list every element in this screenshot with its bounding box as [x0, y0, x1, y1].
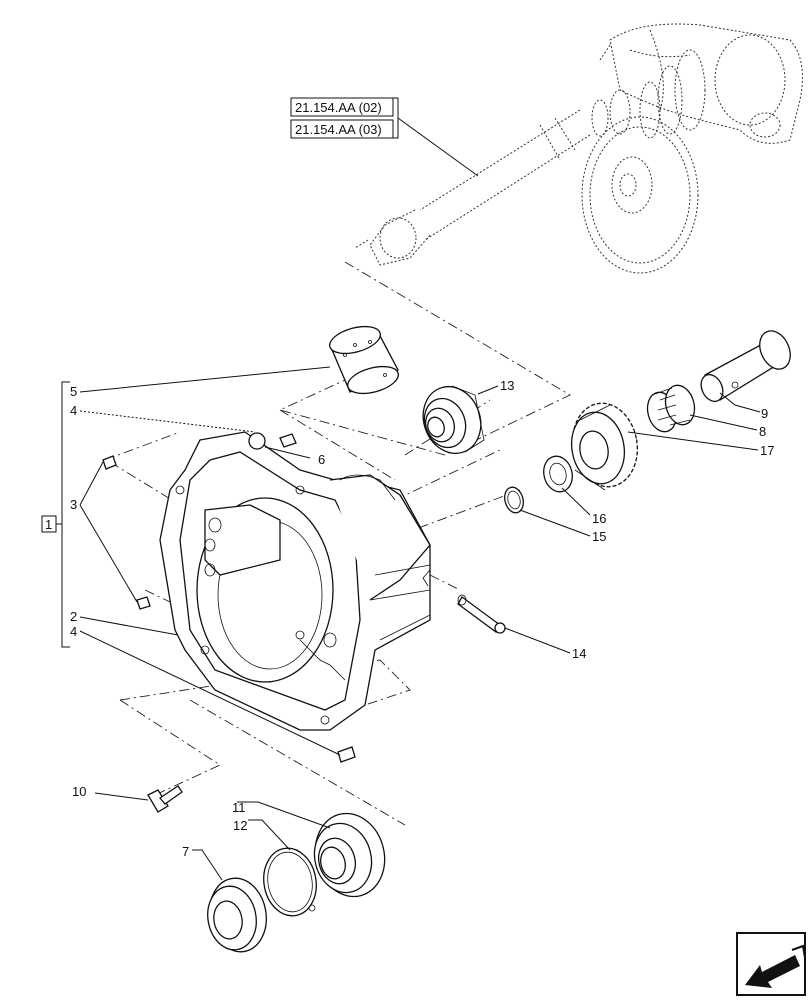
snap-ring [504, 486, 524, 514]
reference-label: 21.154.AA (03) [295, 122, 382, 137]
callout-4: 4 [70, 624, 77, 639]
gear [570, 402, 638, 491]
callout-14: 14 [572, 646, 586, 661]
callout-6: 6 [318, 452, 325, 467]
callout-9: 9 [761, 406, 768, 421]
bolt [147, 785, 183, 813]
dowel-pin [102, 455, 117, 470]
housing [159, 431, 431, 731]
output-bearing [313, 812, 386, 898]
callout-15: 15 [592, 529, 606, 544]
dowel-pin [337, 746, 356, 763]
callout-16: 16 [592, 511, 606, 526]
callout-12: 12 [233, 818, 247, 833]
o-ring [248, 432, 266, 450]
callout-3: 3 [70, 497, 77, 512]
dowel-pin [279, 433, 297, 448]
callout-10: 10 [72, 784, 86, 799]
leader-lines [79, 366, 761, 881]
callout-13: 13 [500, 378, 514, 393]
shaft [700, 330, 791, 403]
reference-label: 21.154.AA (02) [295, 100, 382, 115]
dowel-pin [136, 596, 151, 610]
callout-8: 8 [759, 424, 766, 439]
reference-boxes: 21.154.AA (02) 21.154.AA (03) [290, 97, 479, 177]
view-arrow-icon[interactable] [736, 932, 806, 996]
bearing [422, 385, 485, 455]
callout-17: 17 [760, 443, 774, 458]
seal [207, 877, 267, 953]
callout-5: 5 [70, 384, 77, 399]
pin [457, 594, 506, 634]
thrust-washer [543, 455, 573, 493]
circlip [263, 847, 317, 917]
callout-4: 4 [70, 403, 77, 418]
callout-11: 11 [232, 800, 246, 815]
callout-7: 7 [182, 844, 189, 859]
transmission-assembly [354, 23, 803, 274]
callout-numbers: 5 4 3 2 4 6 13 9 8 17 16 15 14 10 11 12 … [70, 378, 774, 859]
group-bracket: 1 [41, 381, 70, 648]
callout-2: 2 [70, 609, 77, 624]
group-label: 1 [45, 517, 52, 532]
bushing [329, 325, 399, 395]
needle-bearing [646, 384, 696, 433]
